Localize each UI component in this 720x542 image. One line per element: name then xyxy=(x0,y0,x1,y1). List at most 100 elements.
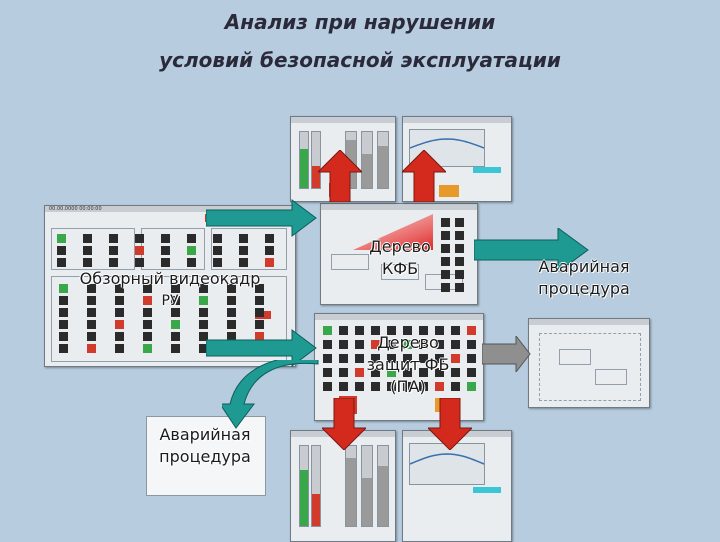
mimic-element xyxy=(135,246,144,255)
label-fb-tree: Дерево защит ФБ (ПА) xyxy=(350,332,466,398)
mimic-element xyxy=(115,320,124,329)
mimic-element xyxy=(441,218,450,227)
trend-curve xyxy=(409,138,485,149)
mimic-element xyxy=(227,332,236,341)
level-gauge xyxy=(299,445,309,527)
procedure-header-bar xyxy=(529,319,649,325)
mimic-element xyxy=(59,296,68,305)
level-gauge xyxy=(345,445,357,527)
mimic-element xyxy=(143,332,152,341)
mimic-element xyxy=(199,296,208,305)
level-gauge xyxy=(377,131,389,189)
mimic-element xyxy=(339,340,348,349)
mimic-element xyxy=(419,368,428,377)
mimic-element xyxy=(441,231,450,240)
mimic-element xyxy=(135,258,144,267)
mimic-element xyxy=(355,340,364,349)
mimic-element xyxy=(339,326,348,335)
mimic-element xyxy=(161,246,170,255)
slide-title-line1: Анализ при нарушении xyxy=(224,10,496,34)
mimic-element xyxy=(455,244,464,253)
mimic-element xyxy=(213,234,222,243)
mimic-element xyxy=(467,368,476,377)
mimic-element xyxy=(143,344,152,353)
mimic-element xyxy=(115,344,124,353)
label-emergency-left-line2: процедура xyxy=(159,447,251,466)
mimic-element xyxy=(265,246,274,255)
mimic-element xyxy=(59,320,68,329)
mimic-element xyxy=(109,258,118,267)
mimic-element xyxy=(199,308,208,317)
mimic-element xyxy=(171,308,180,317)
mimic-element xyxy=(323,368,332,377)
arrow-fb-to-procedure-screen xyxy=(482,336,532,372)
mimic-element xyxy=(339,354,348,363)
mimic-element xyxy=(323,340,332,349)
mimic-element xyxy=(387,326,396,335)
procedure-flow-frame xyxy=(539,333,641,401)
trend-screen-bottom-left[interactable] xyxy=(290,430,396,542)
mimic-element xyxy=(455,270,464,279)
mimic-element xyxy=(435,326,444,335)
emergency-procedure-screen[interactable] xyxy=(528,318,650,408)
mimic-element xyxy=(419,354,428,363)
arrow-up-to-top-right-screen xyxy=(402,150,446,202)
mimic-element xyxy=(171,320,180,329)
mimic-element xyxy=(387,340,396,349)
level-gauge xyxy=(299,131,309,189)
label-kfb-line1: Дерево xyxy=(369,237,431,256)
mimic-element xyxy=(371,382,380,391)
procedure-step-box xyxy=(559,349,591,365)
mimic-element xyxy=(143,284,152,293)
mimic-element xyxy=(455,283,464,292)
label-kfb-line2: КФБ xyxy=(381,259,419,278)
mimic-element xyxy=(199,284,208,293)
mimic-element xyxy=(403,326,412,335)
mimic-element xyxy=(115,332,124,341)
arrow-overview-to-emergency-left xyxy=(222,360,320,430)
mimic-element xyxy=(109,234,118,243)
mimic-element xyxy=(355,382,364,391)
mimic-element xyxy=(115,308,124,317)
trend-screen-bottom-right[interactable] xyxy=(402,430,512,542)
mimic-element xyxy=(171,296,180,305)
mimic-element xyxy=(199,320,208,329)
trend-curve xyxy=(409,453,485,465)
mimic-element xyxy=(87,332,96,341)
mimic-element xyxy=(57,246,66,255)
trend-orange-block xyxy=(439,185,459,197)
mimic-element xyxy=(339,368,348,377)
mimic-element xyxy=(387,354,396,363)
mimic-element xyxy=(339,382,348,391)
mimic-element xyxy=(161,234,170,243)
level-gauge xyxy=(361,131,373,189)
mimic-element xyxy=(355,354,364,363)
label-overview-line2: РУ xyxy=(161,293,179,309)
trend-top-left-header xyxy=(291,117,395,123)
label-emergency-left: Аварийная процедура xyxy=(146,424,264,468)
overview-panel-bottom xyxy=(51,276,287,362)
mimic-element xyxy=(87,344,96,353)
procedure-step-box xyxy=(595,369,627,385)
overview-screen[interactable]: 00.00.0000 00:00:00 xyxy=(44,205,296,367)
emergency-procedure-box-left[interactable] xyxy=(146,416,266,496)
mimic-element xyxy=(199,332,208,341)
mimic-element xyxy=(451,326,460,335)
mimic-element xyxy=(227,320,236,329)
mimic-element xyxy=(467,340,476,349)
mimic-element xyxy=(451,340,460,349)
mimic-element xyxy=(83,234,92,243)
mimic-element xyxy=(187,246,196,255)
mimic-element xyxy=(187,234,196,243)
mimic-element xyxy=(255,308,264,317)
label-fb-line3: (ПА) xyxy=(390,377,426,396)
mimic-element xyxy=(441,270,450,279)
mimic-element xyxy=(323,326,332,335)
mimic-element xyxy=(355,326,364,335)
mimic-element xyxy=(265,258,274,267)
mimic-element xyxy=(455,231,464,240)
mimic-element xyxy=(255,296,264,305)
kfb-tree-screen[interactable] xyxy=(320,203,478,305)
mimic-element xyxy=(371,340,380,349)
overview-timestamp: 00.00.0000 00:00:00 xyxy=(49,206,102,212)
